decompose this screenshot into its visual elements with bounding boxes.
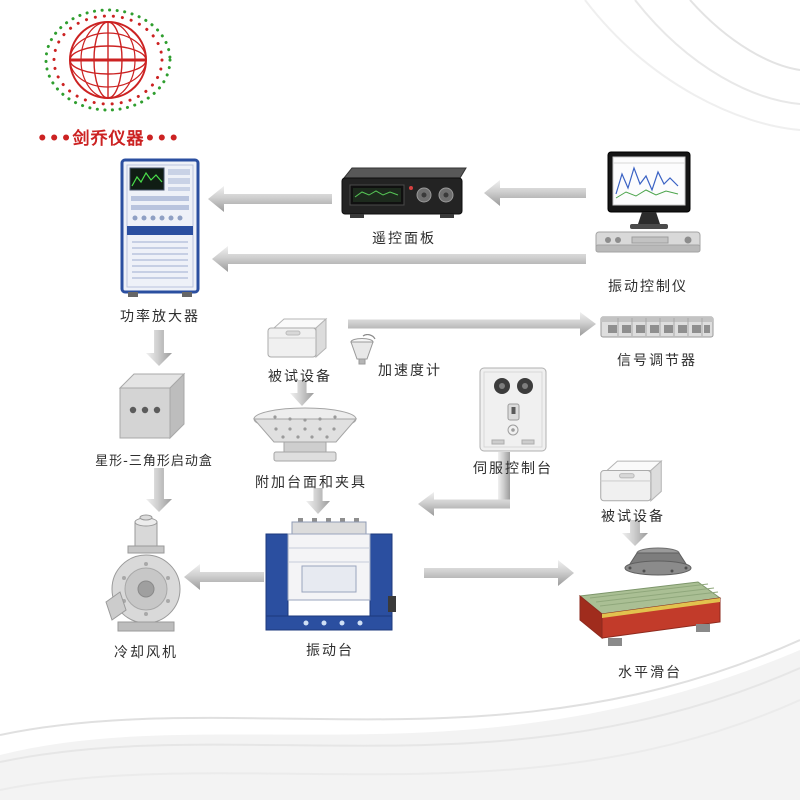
star-delta-starter-box-label: 星形-三角形启动盒 <box>95 454 213 469</box>
vibration-controller <box>592 150 704 264</box>
power-amplifier-illustration <box>120 158 200 297</box>
accelerometer-illustration <box>350 333 376 365</box>
cooling-fan <box>104 514 188 638</box>
vibration-table-illustration <box>265 518 396 631</box>
device-under-test-illustration <box>600 459 663 502</box>
remote-panel <box>336 164 468 226</box>
accelerometer <box>348 333 378 370</box>
brand-name: •••剑乔仪器••• <box>36 129 181 149</box>
signal-conditioner-label: 信号调节器 <box>617 353 697 369</box>
servo-control-console-illustration <box>479 367 547 452</box>
signal-conditioner <box>600 314 714 346</box>
device-under-test-top-label: 被试设备 <box>268 369 332 385</box>
horizontal-slip-table-label: 水平滑台 <box>618 665 682 681</box>
servo-control-console-label: 伺服控制台 <box>473 461 553 477</box>
device-under-test-illustration <box>267 317 328 359</box>
fixture-table-label: 附加台面和夹具 <box>255 475 367 491</box>
signal-conditioner-illustration <box>600 316 714 338</box>
power-amplifier <box>120 158 200 302</box>
servo-control-console <box>478 366 548 458</box>
device-under-test-right <box>594 458 668 510</box>
remote-panel-illustration <box>341 167 467 218</box>
fixture-table-illustration <box>252 407 358 462</box>
accelerometer-label: 加速度计 <box>378 363 442 379</box>
star-delta-starter-box-illustration <box>118 372 186 440</box>
vibration-controller-label: 振动控制仪 <box>608 279 688 295</box>
horizontal-slip-table <box>574 540 724 658</box>
remote-panel-label: 遥控面板 <box>372 231 436 247</box>
vibration-controller-illustration <box>595 151 701 253</box>
fixture-table <box>250 404 360 472</box>
brand-logo: •••剑乔仪器••• <box>26 6 191 149</box>
arrow-servo-elbow-segment <box>498 452 510 506</box>
device-under-test-top <box>264 316 330 366</box>
globe-logo-icon <box>44 8 172 112</box>
vibration-table <box>262 516 396 638</box>
cooling-fan-label: 冷却风机 <box>114 645 178 661</box>
horizontal-slip-table-illustration <box>578 547 722 646</box>
star-delta-starter-box <box>116 370 188 446</box>
power-amplifier-label: 功率放大器 <box>120 309 200 325</box>
cooling-fan-illustration <box>105 514 181 632</box>
vibration-table-label: 振动台 <box>306 643 354 659</box>
device-under-test-right-label: 被试设备 <box>601 509 665 525</box>
